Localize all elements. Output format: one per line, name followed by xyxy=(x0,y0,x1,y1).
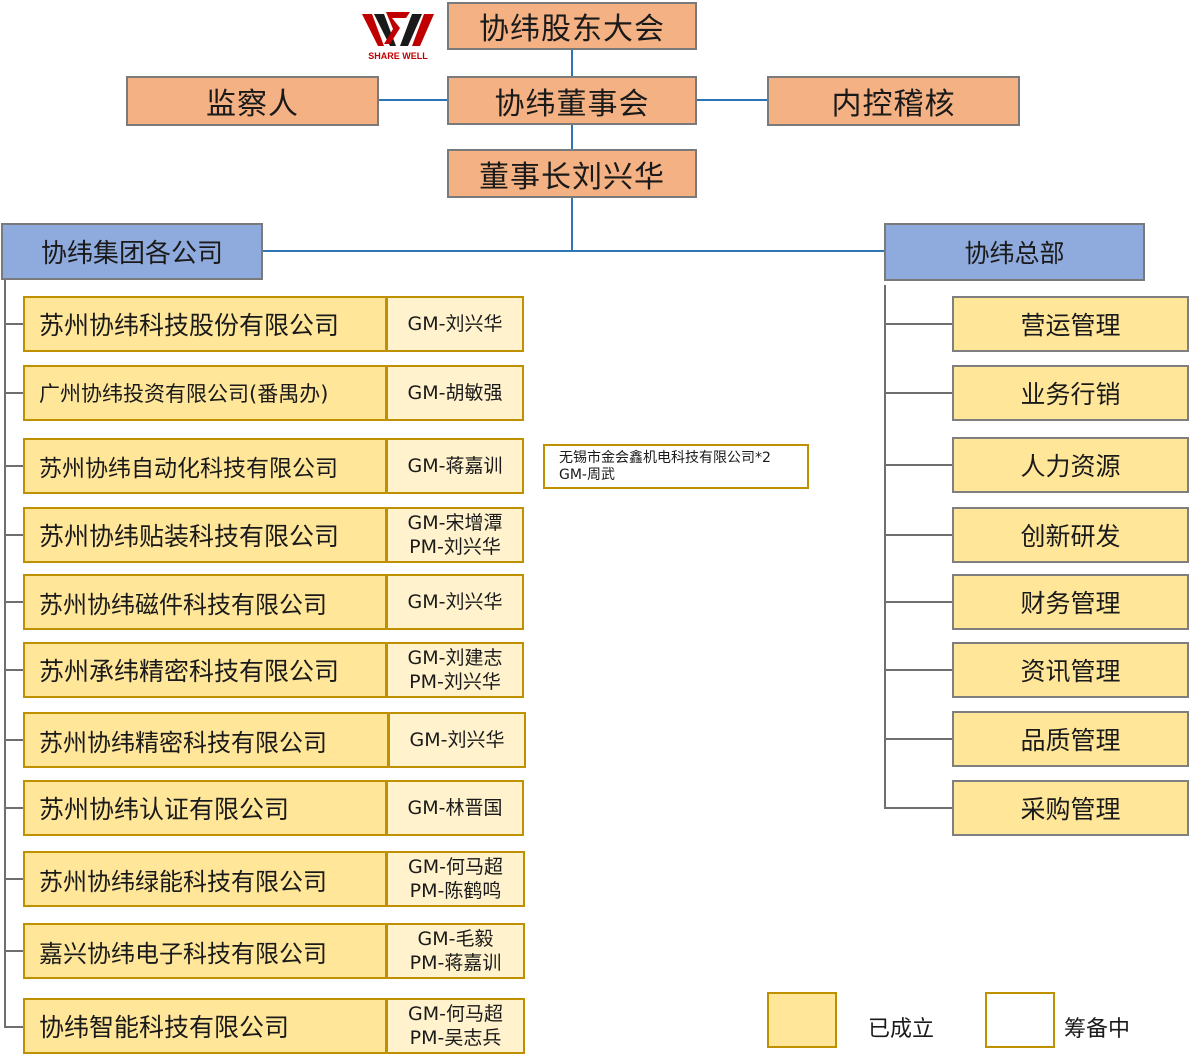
group-tree-branch xyxy=(4,323,24,325)
department-box: 人力资源 xyxy=(952,437,1189,493)
gm-line: GM-林晋国 xyxy=(407,797,503,819)
gm-line: GM-刘建志 xyxy=(407,647,503,669)
company-box: 苏州协纬自动化科技有限公司 xyxy=(23,438,387,494)
hq-tree-spine xyxy=(884,285,886,809)
group-companies-header: 协纬集团各公司 xyxy=(1,223,263,280)
group-tree-branch xyxy=(4,669,24,671)
hq-tree-branch xyxy=(884,534,953,536)
connector-board-chairman xyxy=(571,124,573,149)
subsidiary-box: 无锡市金会鑫机电科技有限公司*2 GM-周武 xyxy=(543,444,809,489)
company-manager-box: GM-何马超 PM-吴志兵 xyxy=(386,998,525,1054)
company-manager-box: GM-刘兴华 xyxy=(386,296,524,352)
gm-line: GM-刘兴华 xyxy=(407,313,503,335)
board-box: 协纬董事会 xyxy=(447,76,697,125)
connector-group-hq xyxy=(262,250,884,252)
chairman-box: 董事长刘兴华 xyxy=(447,149,697,198)
gm-line: GM-刘兴华 xyxy=(407,591,503,613)
group-tree-branch xyxy=(4,534,24,536)
connector-board-audit xyxy=(697,99,768,101)
department-box: 采购管理 xyxy=(952,780,1189,836)
company-manager-box: GM-胡敏强 xyxy=(386,365,524,421)
company-box: 苏州承纬精密科技有限公司 xyxy=(23,642,387,698)
gm-line: GM-蒋嘉训 xyxy=(407,455,503,477)
supervisor-box: 监察人 xyxy=(126,76,379,126)
department-box: 财务管理 xyxy=(952,574,1189,630)
hq-tree-branch xyxy=(884,669,953,671)
company-manager-box: GM-宋增潭 PM-刘兴华 xyxy=(386,507,524,563)
company-box: 广州协纬投资有限公司(番禺办) xyxy=(23,365,387,421)
department-box: 营运管理 xyxy=(952,296,1189,352)
subsidiary-name: 无锡市金会鑫机电科技有限公司*2 xyxy=(559,449,771,466)
shareholders-box: 协纬股东大会 xyxy=(447,2,697,50)
company-box: 苏州协纬贴装科技有限公司 xyxy=(23,507,387,563)
group-tree-branch xyxy=(4,739,24,741)
logo-mark-icon xyxy=(362,12,434,46)
group-tree-branch xyxy=(4,878,24,880)
gm-line: GM-刘兴华 xyxy=(409,729,505,751)
hq-tree-branch xyxy=(884,323,953,325)
connector-supervisor-board xyxy=(378,99,448,101)
pm-line: PM-蒋嘉训 xyxy=(409,952,502,974)
department-box: 品质管理 xyxy=(952,711,1189,767)
group-tree-branch xyxy=(4,601,24,603)
group-tree-branch xyxy=(4,950,24,952)
company-box: 苏州协纬磁件科技有限公司 xyxy=(23,574,387,630)
legend-established-swatch xyxy=(767,992,837,1048)
legend-preparing-label: 筹备中 xyxy=(1064,1017,1131,1042)
legend-preparing-swatch xyxy=(985,992,1055,1048)
connector-chairman-down xyxy=(571,197,573,252)
company-box: 苏州协纬科技股份有限公司 xyxy=(23,296,387,352)
company-manager-box: GM-刘兴华 xyxy=(386,574,524,630)
department-box: 资讯管理 xyxy=(952,642,1189,698)
gm-line: GM-何马超 xyxy=(408,1003,503,1025)
hq-tree-branch xyxy=(884,601,953,603)
legend-established-label: 已成立 xyxy=(868,1017,935,1042)
gm-line: GM-宋增潭 xyxy=(407,512,503,534)
hq-tree-branch xyxy=(884,807,953,809)
pm-line: PM-吴志兵 xyxy=(409,1027,502,1049)
pm-line: PM-刘兴华 xyxy=(409,671,501,693)
group-tree-branch xyxy=(4,465,24,467)
group-tree-branch xyxy=(4,392,24,394)
company-manager-box: GM-何马超 PM-陈鹤鸣 xyxy=(386,851,525,907)
company-box: 苏州协纬精密科技有限公司 xyxy=(23,712,389,768)
group-tree-branch xyxy=(4,807,24,809)
hq-tree-branch xyxy=(884,392,953,394)
connector-shareholders-board xyxy=(571,49,573,76)
company-manager-box: GM-毛毅 PM-蒋嘉训 xyxy=(386,923,525,979)
department-box: 业务行销 xyxy=(952,365,1189,421)
company-manager-box: GM-蒋嘉训 xyxy=(386,438,524,494)
department-box: 创新研发 xyxy=(952,507,1189,563)
group-tree-branch xyxy=(4,1026,24,1028)
gm-line: GM-胡敏强 xyxy=(407,382,503,404)
subsidiary-manager: GM-周武 xyxy=(559,466,615,483)
company-manager-box: GM-刘兴华 xyxy=(388,712,526,768)
sharewell-logo: SHARE WELL xyxy=(362,12,434,61)
company-manager-box: GM-林晋国 xyxy=(386,780,524,836)
hq-header: 协纬总部 xyxy=(884,223,1145,281)
pm-line: PM-刘兴华 xyxy=(409,536,501,558)
pm-line: PM-陈鹤鸣 xyxy=(409,880,502,902)
company-box: 苏州协纬绿能科技有限公司 xyxy=(23,851,387,907)
group-tree-spine xyxy=(4,280,6,1028)
company-box: 苏州协纬认证有限公司 xyxy=(23,780,387,836)
company-box: 协纬智能科技有限公司 xyxy=(23,998,387,1054)
hq-tree-branch xyxy=(884,464,953,466)
gm-line: GM-毛毅 xyxy=(417,928,494,950)
company-manager-box: GM-刘建志 PM-刘兴华 xyxy=(386,642,524,698)
audit-box: 内控稽核 xyxy=(767,76,1020,126)
company-box: 嘉兴协纬电子科技有限公司 xyxy=(23,923,387,979)
gm-line: GM-何马超 xyxy=(408,856,503,878)
logo-text: SHARE WELL xyxy=(368,51,428,61)
hq-tree-branch xyxy=(884,738,953,740)
